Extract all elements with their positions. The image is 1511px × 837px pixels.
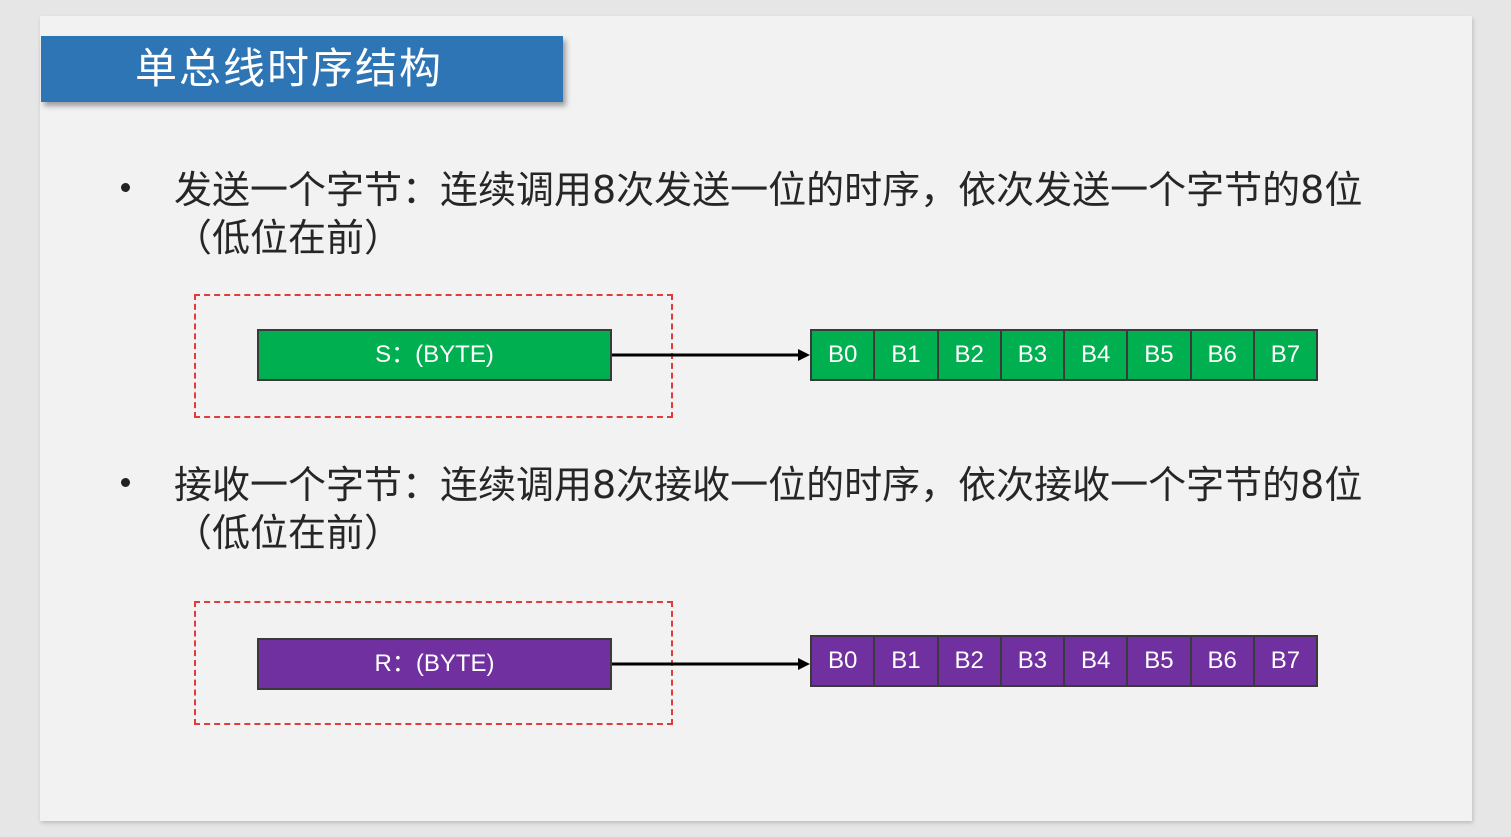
bullet-text-receive: 接收一个字节：连续调用8次接收一位的时序，依次接收一个字节的8位（低位在前） xyxy=(174,463,1363,555)
bit-cell: B5 xyxy=(1126,329,1192,381)
bit-cell: B5 xyxy=(1126,635,1192,687)
byte-box-send: S：(BYTE) xyxy=(257,329,612,381)
page-title: 单总线时序结构 xyxy=(135,44,444,93)
bullet-dot-send xyxy=(121,183,130,192)
bit-cell: B1 xyxy=(873,329,939,381)
bullet-text-send: 发送一个字节：连续调用8次发送一位的时序，依次发送一个字节的8位（低位在前） xyxy=(174,168,1363,260)
bit-cell: B0 xyxy=(810,329,876,381)
bit-cell: B7 xyxy=(1252,329,1318,381)
bit-cell: B3 xyxy=(999,329,1065,381)
bit-cell: B4 xyxy=(1063,635,1129,687)
byte-box-receive: R：(BYTE) xyxy=(257,638,612,690)
bit-row-send: B0 B1 B2 B3 B4 B5 B6 B7 xyxy=(810,329,1318,381)
arrow-send xyxy=(612,349,810,361)
bit-cell: B2 xyxy=(936,635,1002,687)
bit-cell: B2 xyxy=(936,329,1002,381)
bit-cell: B3 xyxy=(999,635,1065,687)
bullet-dot-receive xyxy=(121,478,130,487)
bit-cell: B4 xyxy=(1063,329,1129,381)
bit-cell: B1 xyxy=(873,635,939,687)
bit-cell: B0 xyxy=(810,635,876,687)
arrow-receive xyxy=(612,658,810,670)
bit-cell: B6 xyxy=(1189,329,1255,381)
bit-cell: B6 xyxy=(1189,635,1255,687)
bit-row-receive: B0 B1 B2 B3 B4 B5 B6 B7 xyxy=(810,635,1318,687)
title-banner: 单总线时序结构 xyxy=(41,36,563,102)
bit-cell: B7 xyxy=(1252,635,1318,687)
